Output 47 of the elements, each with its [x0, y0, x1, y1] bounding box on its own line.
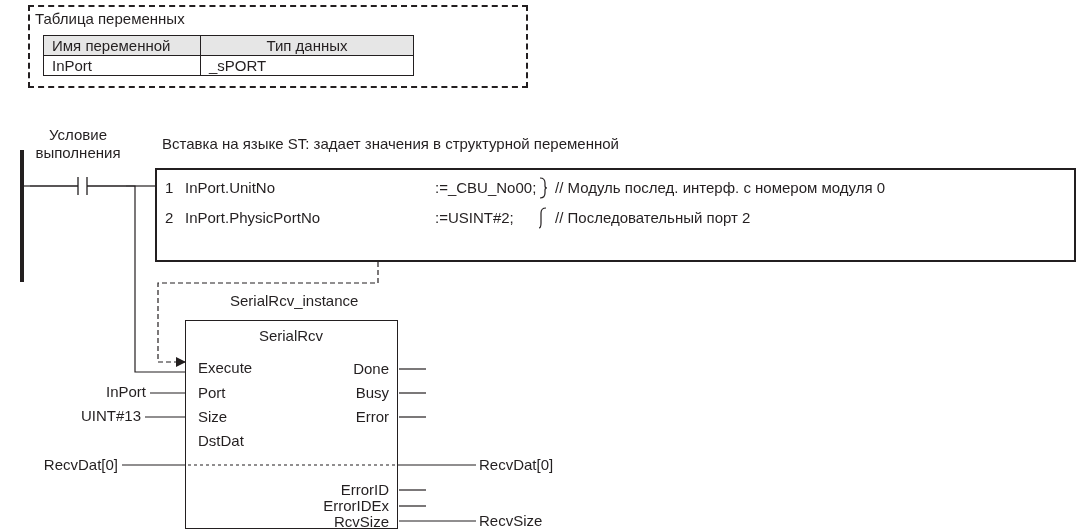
output-line — [398, 489, 427, 491]
instance-name: SerialRcv_instance — [230, 292, 359, 310]
line-number: 1 — [165, 179, 174, 197]
code-text: InPort.UnitNo — [185, 179, 276, 197]
pin-label: RcvSize — [299, 513, 399, 529]
pin-label: Execute — [186, 356, 281, 380]
variable-label: InPort — [70, 383, 150, 401]
block-name: SerialRcv — [257, 327, 325, 345]
table-header-cell: Тип данных — [200, 35, 414, 56]
pin-label: Port — [186, 384, 281, 402]
code-text: :=USINT#2; — [435, 209, 514, 227]
code-text: :=_CBU_No00; — [435, 179, 537, 197]
connector-line — [398, 520, 477, 522]
variable-table-frame — [28, 5, 528, 88]
connector-line — [125, 185, 187, 373]
connector-line — [149, 392, 187, 394]
output-line — [398, 392, 427, 394]
connector-line — [121, 464, 477, 466]
code-comment: // Последовательный порт 2 — [555, 209, 751, 227]
pin-label: ErrorIDEx — [299, 497, 399, 515]
output-line — [398, 505, 427, 507]
variable-label: RecvDat[0] — [2, 456, 122, 474]
variable-label: UINT#13 — [40, 407, 145, 425]
connector-line — [23, 185, 31, 187]
line-number: 2 — [165, 209, 174, 227]
pin-label: Busy — [299, 384, 399, 402]
code-text: InPort.PhysicPortNo — [185, 209, 321, 227]
function-block — [185, 320, 398, 529]
table-header-cell: Имя переменной — [43, 35, 201, 56]
table-cell: InPort — [43, 55, 201, 76]
arrow — [157, 261, 379, 367]
connector-line — [144, 416, 187, 418]
pin-label: Error — [299, 408, 399, 426]
variable-label: RecvSize — [476, 512, 576, 529]
table-title: Таблица переменных — [35, 10, 185, 28]
variable-label: RecvDat[0] — [476, 456, 576, 474]
pin-label: Size — [186, 408, 281, 426]
output-line — [398, 416, 427, 418]
pin-label: Done — [299, 360, 399, 378]
pin-label: ErrorID — [299, 481, 399, 499]
output-line — [398, 368, 427, 370]
code-comment: // Модуль послед. интерф. с номером модуля 0 — [555, 179, 886, 197]
pin-label: DstDat — [186, 432, 281, 450]
table-cell: _sPORT — [200, 55, 414, 76]
power-rail — [20, 150, 24, 282]
condition-label: Условие выполнения — [34, 126, 122, 162]
code-heading: Вставка на языке ST: задает значения в структурной переменной — [162, 135, 619, 153]
